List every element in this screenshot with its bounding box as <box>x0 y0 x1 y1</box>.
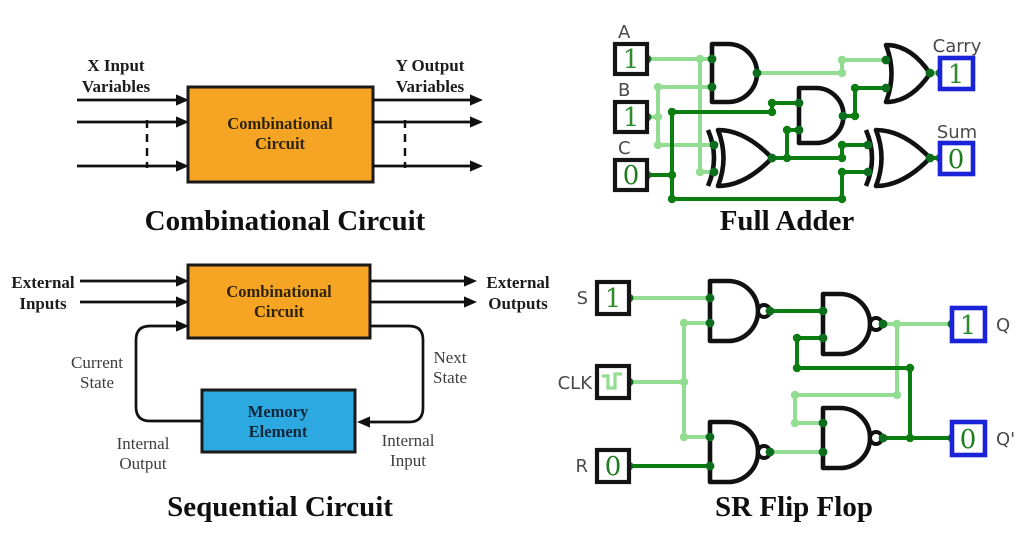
combinational-box <box>186 85 375 184</box>
output-q-label: Q <box>996 315 1010 336</box>
next-state-line2: State <box>433 368 467 387</box>
wire-and2-to-or <box>843 86 886 118</box>
input-b-label: B <box>618 80 630 101</box>
y-output-label-line1: Y Output <box>396 56 465 75</box>
input-s-label: S <box>577 288 588 309</box>
nand-gate-1 <box>707 278 761 344</box>
sum-output-box <box>937 140 976 177</box>
input-s-box <box>594 279 632 317</box>
external-inputs-line2: Inputs <box>19 294 67 313</box>
seq-output-arrows <box>370 275 477 308</box>
carry-value: 1 <box>948 60 965 90</box>
input-r-label: R <box>575 456 588 477</box>
feedback-loop <box>134 320 425 428</box>
wire-clk-to-nand1-nand2 <box>629 321 710 439</box>
or-gate <box>883 42 933 105</box>
sequential-caption: Sequential Circuit <box>167 491 393 523</box>
output-q-value: 1 <box>960 311 977 341</box>
srff-junction-dots <box>679 318 915 443</box>
input-c-box <box>612 157 650 193</box>
input-a-value: 1 <box>623 45 640 75</box>
external-inputs-line1: External <box>11 273 75 292</box>
external-outputs-line2: Outputs <box>488 294 548 313</box>
srff-high-wires <box>629 296 952 454</box>
memory-box-line1: Memory <box>248 402 309 421</box>
wire-and1-to-or <box>757 58 886 75</box>
x-input-label-line1: X Input <box>87 56 145 75</box>
seq-input-arrows <box>80 275 189 308</box>
next-state-line1: Next <box>433 348 466 367</box>
combinational-box-line1: Combinational <box>227 114 333 133</box>
input-r-value: 0 <box>605 452 622 482</box>
nand-gate-4 <box>820 405 873 471</box>
and-gate-1 <box>709 41 760 105</box>
input-s-value: 1 <box>605 284 622 314</box>
output-qbar-value: 0 <box>960 425 977 455</box>
combinational-caption: Combinational Circuit <box>145 205 426 237</box>
current-state-line1: Current <box>71 353 123 372</box>
nand-gate-3 <box>820 291 873 357</box>
nand-gate-2 <box>707 419 761 485</box>
xor-gate-1-back-arc <box>705 129 717 187</box>
carry-label: Carry <box>933 36 982 57</box>
input-clk-box <box>594 363 632 401</box>
internal-output-line1: Internal <box>117 434 170 453</box>
y-output-label-line2: Variables <box>396 77 465 96</box>
wire-c-to-and2-xor2 <box>647 101 868 201</box>
input-c-value: 0 <box>623 161 640 191</box>
input-a-box <box>612 41 650 77</box>
memory-box-line2: Element <box>249 422 308 441</box>
seq-combinational-line1: Combinational <box>226 282 332 301</box>
sr-flip-flop-diagram: S CLK R 1 0 Q Q' 1 0 SR Flip Flop <box>558 278 1015 523</box>
input-b-box <box>612 99 650 135</box>
sequential-circuit-diagram: External Inputs Combinational Circuit Ex… <box>11 263 550 523</box>
sr-flip-flop-caption: SR Flip Flop <box>715 491 873 523</box>
full-adder-caption: Full Adder <box>720 205 855 237</box>
xor-gate-2-back-arc <box>863 129 875 187</box>
internal-input-line2: Input <box>390 451 426 470</box>
combinational-box-line2: Circuit <box>255 134 306 153</box>
input-a-label: A <box>618 22 631 43</box>
full-adder-diagram: A B C 1 1 0 Carry Sum 1 0 Full Adder <box>612 22 982 237</box>
seq-combinational-line2: Circuit <box>254 302 305 321</box>
input-c-label: C <box>618 138 631 159</box>
input-clk-label: CLK <box>558 373 594 394</box>
output-arrows <box>373 94 483 172</box>
external-outputs-line1: External <box>486 273 550 292</box>
memory-element-box <box>200 388 357 454</box>
full-adder-high-wires <box>647 57 940 174</box>
xor-gate-1 <box>715 127 775 189</box>
and-gate-2 <box>796 85 846 146</box>
internal-input-line1: Internal <box>382 431 435 450</box>
sum-label: Sum <box>937 122 977 143</box>
full-adder-junction-dots <box>653 54 860 204</box>
srff-low-wires <box>629 309 952 468</box>
carry-output-box <box>937 55 976 92</box>
sum-value: 0 <box>948 145 965 175</box>
xor-gate-2 <box>873 127 933 189</box>
x-input-label-line2: Variables <box>82 77 151 96</box>
output-q-box <box>949 305 988 344</box>
clock-pulse-icon <box>602 372 622 390</box>
input-arrows <box>77 94 189 172</box>
input-r-box <box>594 447 632 485</box>
internal-output-line2: Output <box>119 454 167 473</box>
output-qbar-box <box>949 419 988 458</box>
combinational-circuit-diagram: X Input Variables Y Output Variables Com… <box>77 56 483 237</box>
current-state-line2: State <box>80 373 114 392</box>
input-b-value: 1 <box>623 103 640 133</box>
output-qbar-label: Q' <box>996 429 1015 450</box>
